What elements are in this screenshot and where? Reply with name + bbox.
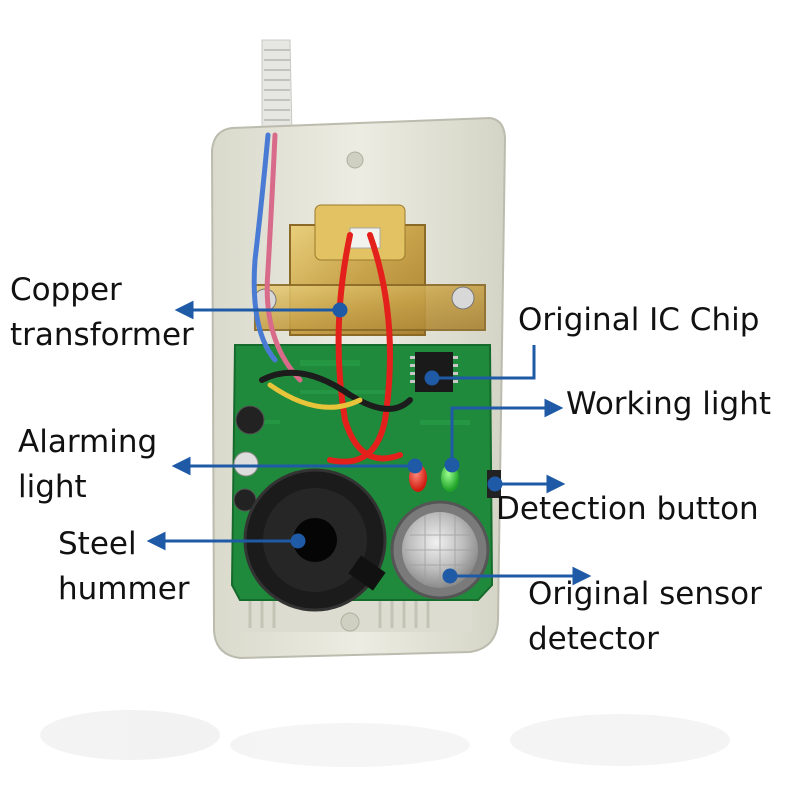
arrow-detection-button [487, 474, 566, 494]
label-steel-hummer: Steel hummer [58, 522, 190, 612]
label-original-sensor-detector: Original sensor detector [528, 572, 762, 662]
arrow-sensor-detector [442, 566, 592, 586]
label-original-sensor-detector-line2: detector [528, 621, 659, 657]
label-working-light: Working light [566, 382, 771, 427]
gas-sensor [390, 500, 490, 600]
label-detection-button-text: Detection button [496, 491, 759, 527]
copper-transformer [253, 204, 486, 336]
label-working-light-text: Working light [566, 386, 771, 422]
arrow-alarming-light [171, 456, 423, 476]
arrow-working-light [444, 398, 564, 473]
label-steel-hummer-line1: Steel [58, 526, 137, 562]
power-cable [261, 39, 293, 136]
wires [251, 132, 413, 465]
label-copper-transformer: Copper transformer [10, 268, 194, 358]
label-alarming-light-line2: light [18, 469, 87, 505]
label-alarming-light-line1: Alarming [18, 424, 158, 460]
arrow-ic-chip [424, 345, 536, 386]
label-original-ic-chip: Original IC Chip [518, 298, 759, 343]
label-original-sensor-detector-line1: Original sensor [528, 576, 762, 612]
arrow-steel-hummer [146, 531, 306, 551]
label-original-ic-chip-text: Original IC Chip [518, 302, 760, 338]
label-copper-transformer-line2: transformer [10, 317, 194, 353]
label-alarming-light: Alarming light [18, 420, 157, 510]
label-steel-hummer-line2: hummer [58, 571, 190, 607]
arrow-copper-transformer [174, 300, 348, 320]
label-detection-button: Detection button [496, 487, 759, 532]
watermark-smudges [40, 710, 730, 767]
label-copper-transformer-line1: Copper [10, 272, 122, 308]
leader-arrows [146, 300, 592, 586]
